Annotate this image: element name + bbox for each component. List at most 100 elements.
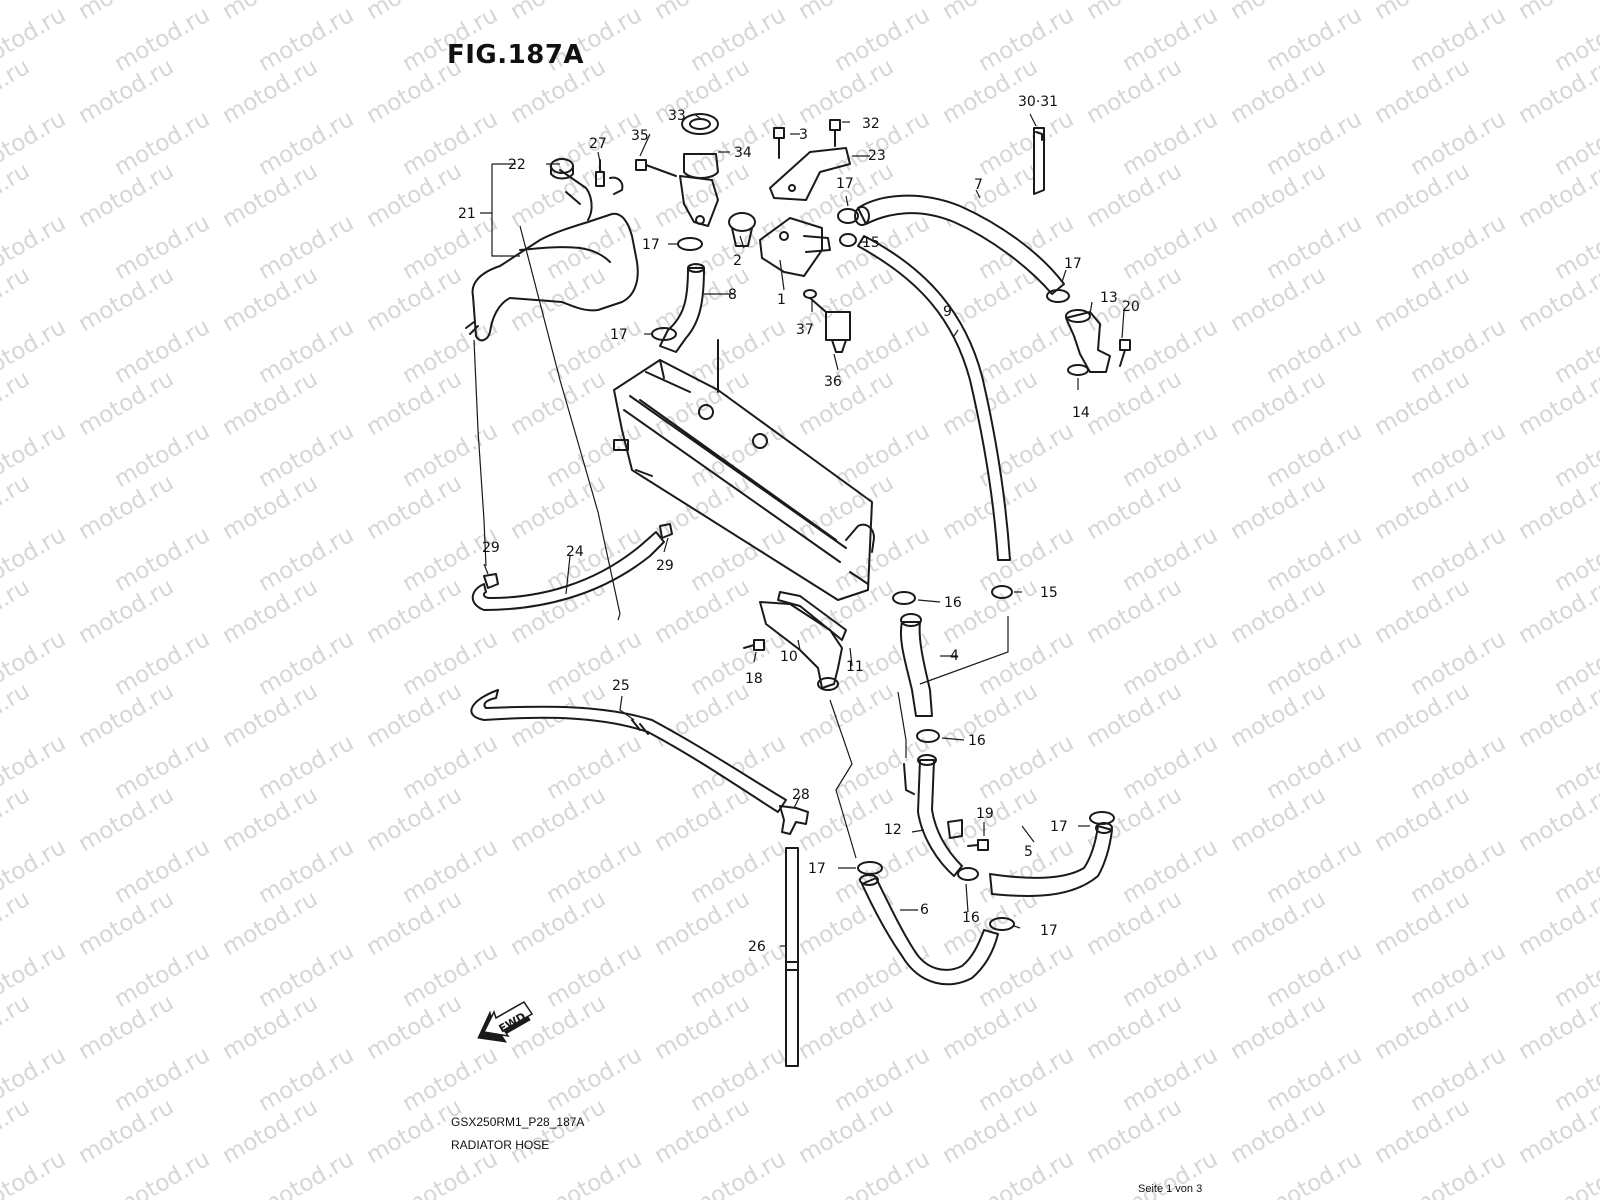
- callout-7: 7: [974, 177, 983, 193]
- bolt-20: [1119, 339, 1131, 367]
- watermark-text: motod.ru: [1550, 1146, 1600, 1200]
- watermark-text: motod.ru: [974, 1146, 1078, 1200]
- hose-8: [659, 263, 705, 353]
- watermark-text: motod.ru: [1226, 0, 1330, 25]
- watermark-text: motod.ru: [0, 1146, 70, 1200]
- watermark-text: motod.ru: [0, 990, 34, 1065]
- callout-32: 32: [862, 116, 880, 132]
- callout-8: 8: [728, 287, 737, 303]
- filler-neck-34: [679, 153, 719, 227]
- callout-30-31: 30·31: [1018, 94, 1058, 110]
- callout-22: 22: [508, 157, 526, 173]
- callout-35: 35: [631, 128, 649, 144]
- callout-3: 3: [799, 127, 808, 143]
- reservoir-cap: [550, 158, 574, 180]
- watermark-text: motod.ru: [938, 0, 1042, 25]
- callout-24: 24: [566, 544, 584, 560]
- callout-15-b: 15: [1040, 585, 1058, 601]
- hose-4: [899, 613, 933, 717]
- bolt-32: [829, 119, 841, 147]
- watermark-text: motod.ru: [398, 1146, 502, 1200]
- callout-18: 18: [745, 671, 763, 687]
- hose-clamp-15-a: [839, 233, 857, 247]
- callout-13: 13: [1100, 290, 1118, 306]
- bolt-18: [743, 639, 765, 651]
- callout-14: 14: [1072, 405, 1090, 421]
- callout-10: 10: [780, 649, 798, 665]
- bolt-3: [773, 127, 785, 159]
- watermark-text: motod.ru: [218, 0, 322, 25]
- sensor-36: [825, 311, 851, 353]
- figure-code: GSX250RM1_P28_187A: [451, 1115, 585, 1129]
- callout-23: 23: [868, 148, 886, 164]
- callout-6: 6: [920, 902, 929, 918]
- watermark-text: motod.ru: [1514, 0, 1600, 25]
- callout-1: 1: [777, 292, 786, 308]
- watermark-text: motod.ru: [74, 0, 178, 25]
- callout-28: 28: [792, 787, 810, 803]
- callout-34: 34: [734, 145, 752, 161]
- watermark-text: motod.ru: [542, 1146, 646, 1200]
- watermark-text: motod.ru: [1262, 1146, 1366, 1200]
- hose-30-31: [1033, 127, 1045, 195]
- callout-11: 11: [846, 659, 864, 675]
- watermark-text: motod.ru: [1370, 0, 1474, 25]
- callout-26: 26: [748, 939, 766, 955]
- page-indicator: Seite 1 von 3: [1138, 1183, 1203, 1195]
- callout-29-b: 29: [656, 558, 674, 574]
- pipe-13: [1065, 309, 1111, 373]
- watermark-text: motod.ru: [0, 886, 34, 961]
- hose-24: [471, 523, 673, 611]
- hose-26: [785, 847, 799, 1067]
- watermark-text: motod.ru: [1082, 0, 1186, 25]
- reservoir-tank: [465, 169, 639, 342]
- hose-clamp-16-c: [957, 867, 979, 881]
- callout-33: 33: [668, 108, 686, 124]
- screw-35: [635, 159, 677, 177]
- callout-20: 20: [1122, 299, 1140, 315]
- gasket-11: [777, 591, 847, 641]
- watermark-text: motod.ru: [0, 782, 34, 857]
- watermark-text: motod.ru: [0, 366, 34, 441]
- watermark-text: motod.ru: [0, 1094, 34, 1169]
- watermark-text: motod.ru: [830, 1146, 934, 1200]
- hose-6: [859, 874, 999, 986]
- thermostat-cap-33: [681, 113, 719, 135]
- hose-clamp-16-a: [892, 591, 916, 605]
- pipe-10: [759, 601, 843, 691]
- thermostat-2: [728, 212, 756, 247]
- callout-12: 12: [884, 822, 902, 838]
- callout-5: 5: [1024, 844, 1033, 860]
- hose-clamp-17-a: [677, 237, 703, 251]
- callout-2: 2: [733, 253, 742, 269]
- bracket-23: [769, 147, 851, 201]
- callouts: 21 22 27 35 33 34 17 2 1 3 32 23 17 15 8…: [458, 94, 1140, 955]
- callout-29-a: 29: [482, 540, 500, 556]
- callout-17-f: 17: [1050, 819, 1068, 835]
- callout-16-a: 16: [944, 595, 962, 611]
- hose-clamp-16-b: [916, 729, 940, 743]
- callout-17-c: 17: [836, 176, 854, 192]
- hose-clamp-17-c: [837, 208, 859, 224]
- callout-4: 4: [950, 648, 959, 664]
- callout-17-d: 17: [1064, 256, 1082, 272]
- callout-37: 37: [796, 322, 814, 338]
- hose-clamp-17-d: [1046, 289, 1070, 303]
- watermark-text: motod.ru: [794, 0, 898, 25]
- watermark-text: motod.ru: [0, 678, 34, 753]
- callout-16-c: 16: [962, 910, 980, 926]
- radiator: [613, 339, 875, 601]
- callout-36: 36: [824, 374, 842, 390]
- watermark-text: motod.ru: [0, 262, 34, 337]
- figure-title: FIG.187A: [447, 40, 585, 70]
- watermark-text: motod.ru: [0, 158, 34, 233]
- o-ring-37: [803, 289, 827, 313]
- hose-clamp-17-g: [989, 917, 1015, 931]
- watermark-text: motod.ru: [362, 0, 466, 25]
- figure-name: RADIATOR HOSE: [451, 1138, 550, 1152]
- callout-19: 19: [976, 806, 994, 822]
- watermark-text: motod.ru: [506, 0, 610, 25]
- bolt-19: [967, 839, 989, 851]
